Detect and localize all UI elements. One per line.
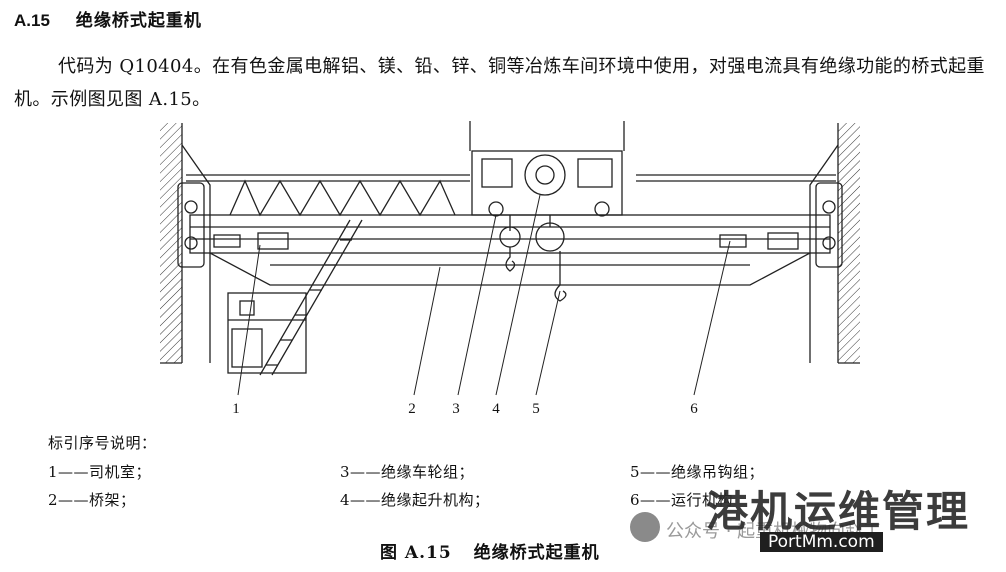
legend-item-text: 绝缘吊钩组； <box>671 463 765 481</box>
stairs <box>259 219 363 376</box>
callout-2: 2 <box>408 401 416 417</box>
watermark-url: PortMm.com <box>760 532 883 552</box>
legend-title: 标引序号说明： <box>48 434 157 452</box>
callout-6: 6 <box>690 401 698 417</box>
legend-item-number: 1 <box>48 463 59 481</box>
legend-item-dash: —— <box>58 491 90 509</box>
section-heading: A.15 绝缘桥式起重机 <box>14 6 202 31</box>
legend-item-dash: —— <box>350 463 382 481</box>
legend-item-text: 桥架； <box>89 491 136 509</box>
legend-item: 4——绝缘起升机构； <box>340 489 490 510</box>
end-carriages <box>177 182 843 268</box>
legend-item-number: 3 <box>340 463 351 481</box>
legend-item-number: 2 <box>48 491 59 509</box>
legend-item-number: 5 <box>630 463 641 481</box>
section-title: 绝缘桥式起重机 <box>75 11 202 31</box>
legend-item-number: 4 <box>340 491 351 509</box>
legend-item-dash: —— <box>640 463 672 481</box>
insulated-wheels <box>488 201 610 217</box>
description-paragraph: 代码为 Q10404。在有色金属电解铝、镁、铅、锌、铜等冶炼车间环境中使用，对强… <box>14 56 985 110</box>
callout-3: 3 <box>452 401 460 417</box>
walkway-truss <box>229 179 456 217</box>
operator-cab-drawing <box>227 292 307 374</box>
callout-5: 5 <box>532 401 540 417</box>
bridge-girder <box>189 214 831 286</box>
leader-lines <box>237 194 731 396</box>
trolley <box>469 121 625 216</box>
hook-assemblies <box>499 215 567 302</box>
legend-item: 3——绝缘车轮组； <box>340 461 474 482</box>
legend-item: 5——绝缘吊钩组； <box>630 461 764 482</box>
caption-label: 图 A.15 <box>380 543 452 563</box>
legend-item: 6——运行机构 <box>630 489 733 510</box>
legend-item-text: 司机室； <box>89 463 152 481</box>
legend-item-text: 绝缘车轮组； <box>381 463 475 481</box>
legend-item-text: 绝缘起升机构； <box>381 491 490 509</box>
legend-item: 1——司机室； <box>48 461 151 482</box>
callout-1: 1 <box>232 401 240 417</box>
legend-item-text: 运行机构 <box>671 491 734 509</box>
legend-item-dash: —— <box>58 463 90 481</box>
legend-item-number: 6 <box>630 491 641 509</box>
legend-item-dash: —— <box>640 491 672 509</box>
runway-rails <box>186 174 836 182</box>
left-wall <box>160 123 211 364</box>
crane-figure: 1 2 3 4 5 6 <box>160 121 860 417</box>
callout-4: 4 <box>492 401 500 417</box>
travel-mechanisms <box>213 232 799 250</box>
caption-title: 绝缘桥式起重机 <box>473 543 600 563</box>
wechat-icon <box>630 512 660 542</box>
right-wall <box>809 123 860 364</box>
legend-item: 2——桥架； <box>48 489 136 510</box>
figure-caption: 图 A.15 绝缘桥式起重机 <box>380 538 600 563</box>
watermark-brand: 港机运维管理 <box>706 487 971 536</box>
section-number: A.15 <box>14 11 50 30</box>
legend-item-dash: —— <box>350 491 382 509</box>
